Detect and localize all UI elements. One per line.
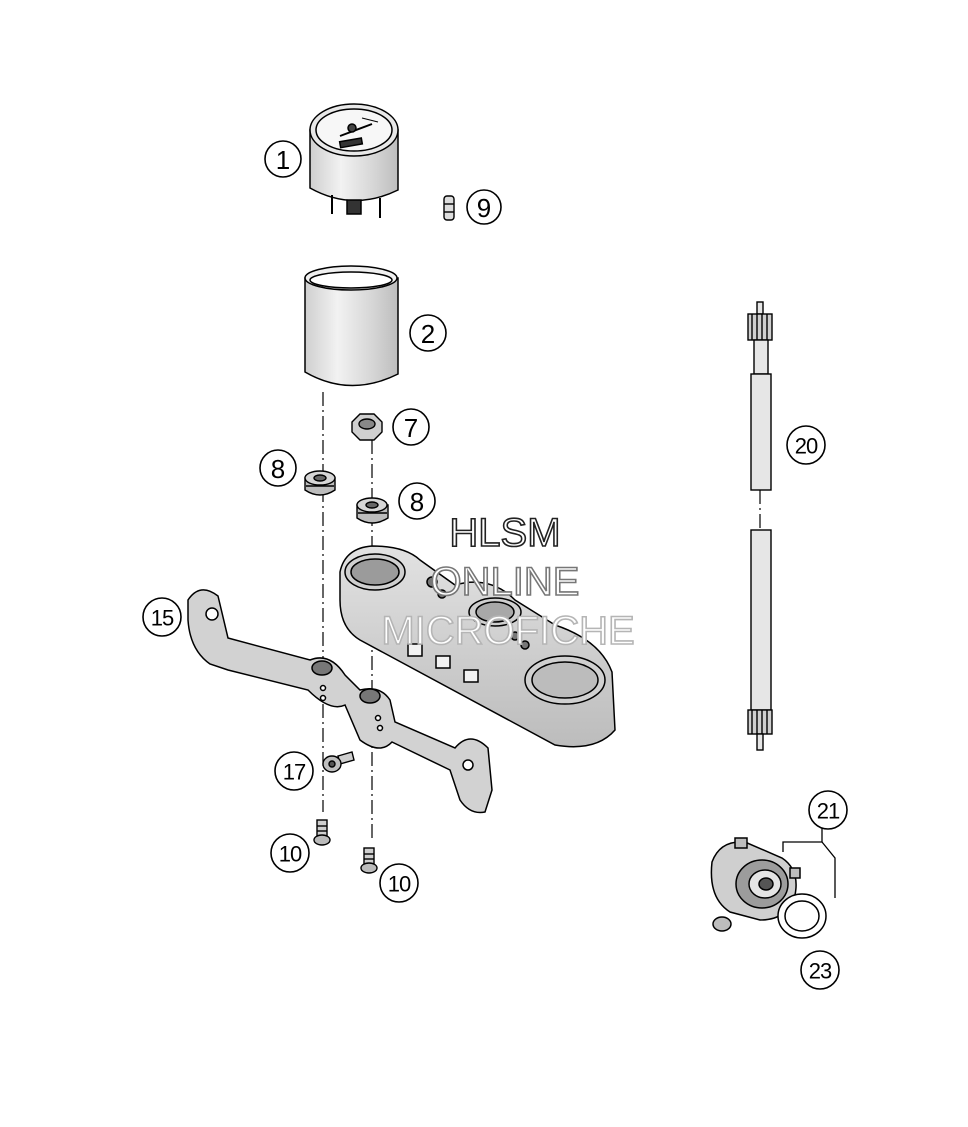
speedometer-part	[309, 103, 399, 218]
triple-clamp-part	[339, 545, 616, 748]
watermark-line-1: HLSM	[449, 511, 560, 555]
watermark: HLSM ONLINE MICROFICHE	[381, 510, 636, 654]
nut-part	[351, 413, 383, 441]
callout-1-label: 1	[276, 145, 290, 175]
callout-21-label: 21	[817, 799, 840, 824]
leader-21-left	[782, 828, 823, 852]
leader-lines	[782, 828, 836, 898]
callout-23: 23	[800, 950, 840, 990]
callout-8-left: 8	[259, 449, 297, 487]
bulb-socket-part	[443, 195, 455, 221]
callout-10-right: 10	[379, 863, 419, 903]
callout-10-left-label: 10	[279, 842, 302, 867]
callout-10-left: 10	[270, 833, 310, 873]
callout-20-label: 20	[795, 434, 818, 459]
leader-21-right	[821, 841, 836, 898]
retaining-ring-part	[777, 893, 827, 939]
callout-8-right-label: 8	[410, 487, 424, 517]
speedometer-cable-part	[747, 301, 773, 751]
callout-7: 7	[392, 408, 430, 446]
callout-1: 1	[264, 140, 302, 178]
callout-10-right-label: 10	[388, 872, 411, 897]
callout-17: 17	[274, 751, 314, 791]
speedometer-drive-part	[710, 837, 801, 932]
screw-10-right-part	[360, 847, 378, 874]
callout-15: 15	[142, 597, 182, 637]
bracket-part	[187, 589, 493, 814]
callout-17-label: 17	[283, 760, 306, 785]
screw-17-part	[322, 751, 355, 773]
callout-9-label: 9	[477, 193, 491, 223]
screw-10-left-part	[313, 819, 331, 846]
callout-21: 21	[808, 790, 848, 830]
callout-8-left-label: 8	[271, 454, 285, 484]
callout-8-right: 8	[398, 482, 436, 520]
callout-2-label: 2	[421, 319, 435, 349]
callout-23-label: 23	[809, 959, 832, 984]
callout-20: 20	[786, 425, 826, 465]
grommet-right-part	[356, 497, 389, 524]
callout-9: 9	[466, 189, 502, 225]
watermark-line-2: ONLINE	[431, 560, 580, 604]
callout-15-label: 15	[151, 606, 174, 631]
callout-7-label: 7	[404, 413, 418, 443]
watermark-line-3: MICROFICHE	[381, 609, 634, 653]
cover-tube-part	[304, 265, 399, 387]
callout-2: 2	[409, 314, 447, 352]
grommet-left-part	[304, 470, 336, 496]
